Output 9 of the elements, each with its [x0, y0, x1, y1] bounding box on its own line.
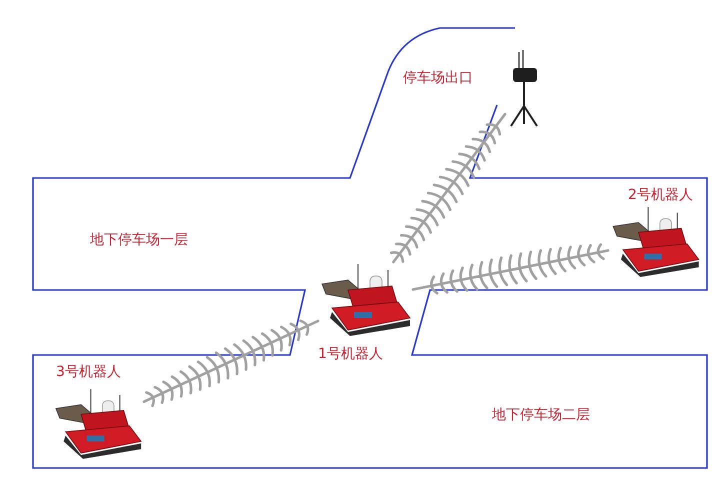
area-label: 地下停车场一层 — [90, 232, 188, 248]
signal-waves — [412, 243, 610, 294]
area-label: 停车场出口 — [403, 70, 473, 86]
signal-waves — [390, 112, 506, 264]
robot-label: 2号机器人 — [628, 187, 693, 203]
robot-label: 1号机器人 — [318, 346, 383, 362]
signal-waves — [142, 320, 320, 408]
robot-label: 3号机器人 — [56, 364, 121, 380]
area-label: 地下停车场二层 — [492, 407, 590, 423]
